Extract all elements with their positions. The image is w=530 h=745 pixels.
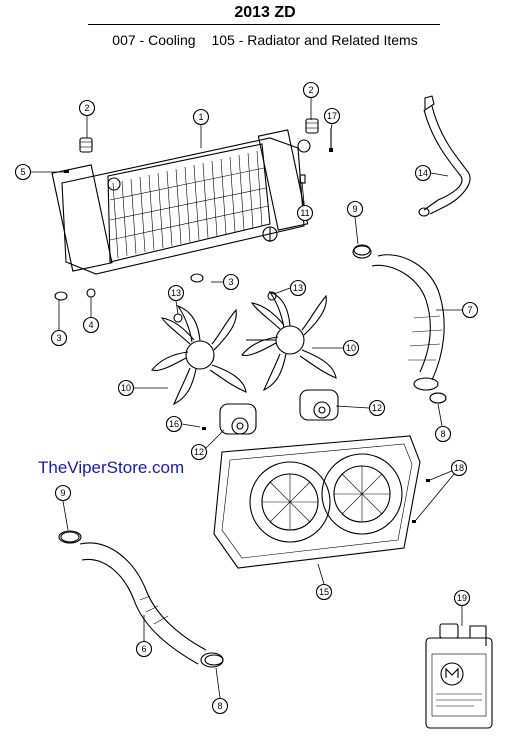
- svg-text:5: 5: [20, 167, 25, 177]
- svg-text:13: 13: [293, 283, 303, 293]
- callout-15: 15: [315, 583, 333, 601]
- callout-14: 14: [414, 164, 432, 182]
- callout-17: 17: [323, 107, 341, 125]
- callout-10a: 10: [117, 379, 135, 397]
- svg-text:1: 1: [198, 112, 203, 122]
- callout-3b: 3: [50, 329, 68, 347]
- callout-8b: 8: [211, 697, 229, 715]
- fan-shroud: [213, 435, 421, 569]
- clamp-9-upper: [353, 244, 371, 256]
- svg-text:8: 8: [217, 701, 222, 711]
- callout-7: 7: [461, 301, 479, 319]
- svg-text:10: 10: [346, 343, 356, 353]
- hose-14: [418, 95, 471, 217]
- leader-lines: [31, 98, 463, 699]
- svg-text:9: 9: [60, 488, 65, 498]
- callout-13a: 13: [167, 284, 185, 302]
- svg-text:6: 6: [141, 644, 146, 654]
- svg-text:9: 9: [352, 204, 357, 214]
- svg-text:19: 19: [457, 593, 467, 603]
- callout-12b: 12: [190, 443, 208, 461]
- svg-text:2: 2: [308, 85, 313, 95]
- svg-text:8: 8: [440, 429, 445, 439]
- section-label: 105 - Radiator and Related Items: [211, 32, 418, 48]
- svg-text:13: 13: [171, 288, 181, 298]
- hose-7: [352, 245, 447, 404]
- svg-text:18: 18: [454, 463, 464, 473]
- motor-right: [299, 389, 339, 421]
- hose-6: [58, 530, 224, 668]
- callout-9b: 9: [54, 484, 72, 502]
- svg-text:3: 3: [56, 333, 61, 343]
- fan-right: [241, 290, 337, 392]
- isolator-right: [305, 118, 319, 134]
- svg-text:12: 12: [194, 447, 204, 457]
- svg-text:12: 12: [372, 403, 382, 413]
- callout-4: 4: [82, 316, 100, 334]
- callout-11: 11: [296, 204, 314, 222]
- watermark: TheViperStore.com: [38, 458, 185, 477]
- svg-text:4: 4: [88, 320, 93, 330]
- callout-16: 16: [165, 415, 183, 433]
- group-label: 007 - Cooling: [112, 32, 196, 48]
- callout-2b: 2: [302, 81, 320, 99]
- callout-10b: 10: [342, 339, 360, 357]
- svg-text:7: 7: [467, 305, 472, 315]
- svg-text:17: 17: [327, 111, 337, 121]
- callout-1: 1: [192, 108, 210, 126]
- callout-18: 18: [450, 459, 468, 477]
- title-rule: [88, 24, 440, 25]
- callout-3a: 3: [222, 273, 240, 291]
- svg-text:3: 3: [228, 277, 233, 287]
- callout-8a: 8: [434, 425, 452, 443]
- clamp-9-lower: [60, 531, 80, 543]
- radiator: [51, 129, 311, 275]
- callout-5: 5: [14, 163, 32, 181]
- coolant-jug: [425, 623, 493, 729]
- clamp-8-right: [429, 392, 447, 404]
- callout-6: 6: [135, 640, 153, 658]
- isolator-left: [79, 137, 93, 153]
- callout-9a: 9: [346, 200, 364, 218]
- svg-text:14: 14: [418, 168, 428, 178]
- svg-text:15: 15: [319, 587, 329, 597]
- svg-text:11: 11: [300, 208, 309, 218]
- svg-text:2: 2: [84, 103, 89, 113]
- callout-2a: 2: [78, 99, 96, 117]
- fan-left: [151, 304, 247, 406]
- diagram-subtitle: 007 - Cooling 105 - Radiator and Related…: [0, 32, 530, 48]
- motor-left: [219, 403, 257, 435]
- callout-12a: 12: [368, 399, 386, 417]
- svg-text:10: 10: [121, 383, 131, 393]
- svg-text:16: 16: [169, 419, 179, 429]
- callout-13b: 13: [289, 279, 307, 297]
- clamp-8-lower: [204, 654, 224, 666]
- callout-19: 19: [453, 589, 471, 607]
- diagram-title: 2013 ZD: [234, 4, 296, 21]
